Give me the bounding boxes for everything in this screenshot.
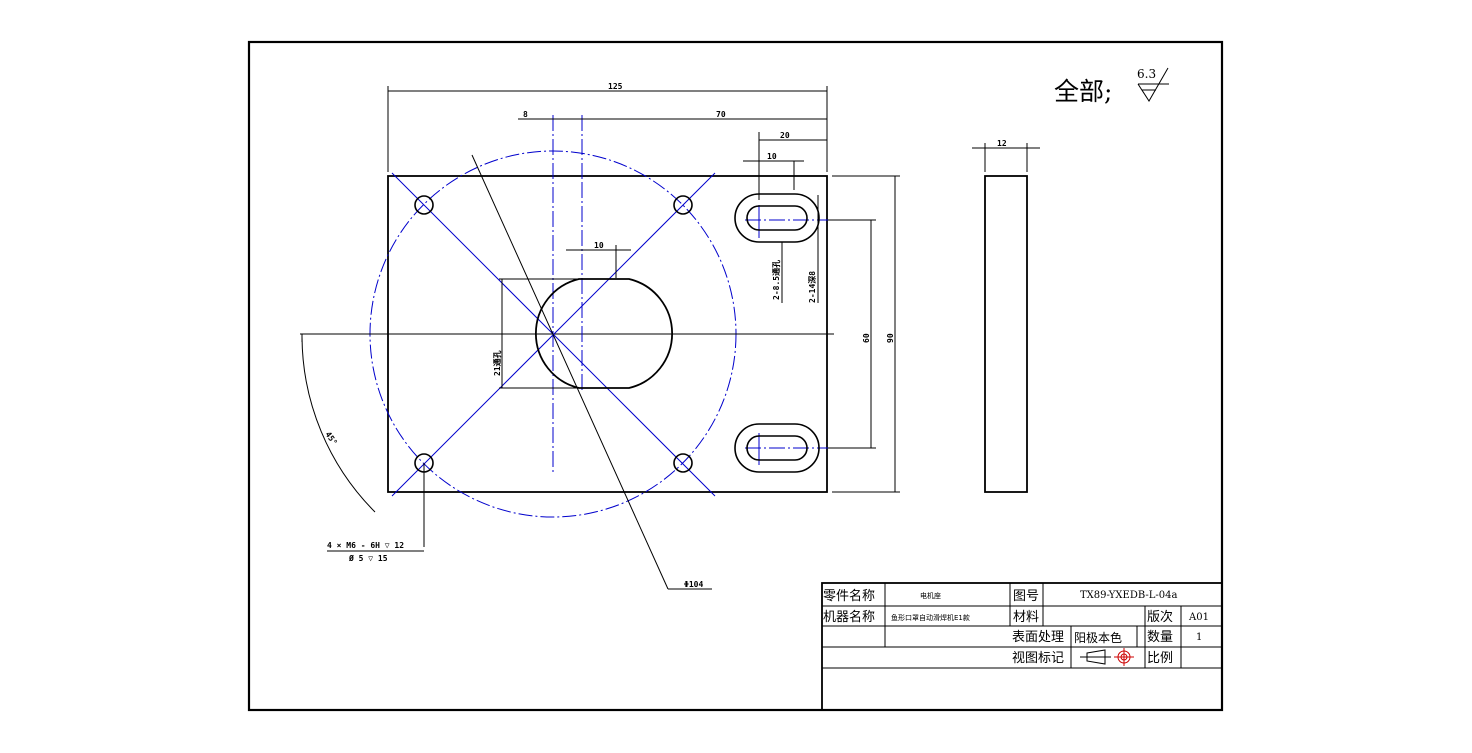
dim-angle-label: 45° xyxy=(323,430,339,447)
dim-pocket-21-label: 21通孔 xyxy=(492,350,502,376)
side-view: 12 xyxy=(972,139,1040,493)
roughness-prefix: 全部; xyxy=(1054,77,1112,106)
projection-symbol-icon xyxy=(1080,648,1134,666)
sheet-border xyxy=(247,40,1224,712)
dim-pocket-10-label: 10 xyxy=(594,241,604,250)
mounting-hole xyxy=(414,195,434,215)
dim-thickness-label: 12 xyxy=(997,139,1007,148)
part-name-value: 电机座 xyxy=(920,591,941,600)
roughness-value: 6.3 xyxy=(1137,67,1156,81)
slot-note-2-label: 2-14深8 xyxy=(807,271,817,303)
front-view: 125 8 70 20 10 10 21通孔 xyxy=(300,82,900,590)
quantity-value: 1 xyxy=(1196,632,1202,643)
thread-note-2: Ø 5 ▽ 15 xyxy=(348,553,388,563)
slot-top-inner xyxy=(746,205,808,231)
quantity-label: 数量 xyxy=(1147,630,1173,645)
dim-70-label: 70 xyxy=(716,110,726,119)
dim-125-label: 125 xyxy=(608,82,623,91)
material-label: 材料 xyxy=(1013,610,1039,625)
surface-roughness-note: 全部; 6.3 xyxy=(1054,67,1169,106)
side-view-outline xyxy=(984,175,1028,493)
dim-slot-notes xyxy=(781,195,819,303)
view-label: 视图标记 xyxy=(1012,651,1064,666)
title-block: 零件名称 电机座 图号 TX89-YXEDB-L-04a 机器名称 鱼形口罩自动… xyxy=(821,582,1223,711)
scale-label: 比例 xyxy=(1147,651,1173,666)
surface-value: 阳极本色 xyxy=(1074,631,1122,645)
slot-bottom-outer xyxy=(734,423,820,473)
dim-125 xyxy=(387,86,828,172)
slot-note-1-label: 2-8.5通孔 xyxy=(771,260,781,300)
slot-bottom-inner xyxy=(746,435,808,461)
slot-top-outer xyxy=(734,193,820,243)
revision-value: A01 xyxy=(1188,612,1209,623)
dim-60-90 xyxy=(828,175,900,493)
dim-90-label: 90 xyxy=(886,333,895,343)
machine-name-label: 机器名称 xyxy=(823,609,875,625)
dim-20-label: 20 xyxy=(780,131,790,140)
dim-20-10 xyxy=(743,132,827,200)
mounting-hole xyxy=(673,195,693,215)
dim-8-label: 8 xyxy=(523,110,528,119)
machine-name-value: 鱼形口罩自动滑焊机E1款 xyxy=(891,613,970,622)
mounting-hole xyxy=(673,453,693,473)
dim-pocket-10 xyxy=(566,245,631,278)
drawing-no-label: 图号 xyxy=(1013,589,1039,604)
dim-10-label: 10 xyxy=(767,152,777,161)
dim-60-label: 60 xyxy=(862,333,871,343)
part-name-label: 零件名称 xyxy=(823,588,875,604)
center-lines xyxy=(300,115,860,497)
roughness-symbol-icon xyxy=(1137,67,1169,102)
bolt-circle-label: Φ104 xyxy=(684,580,703,589)
slots xyxy=(734,193,820,473)
drawing-no-value: TX89-YXEDB-L-04a xyxy=(1080,590,1177,601)
surface-label: 表面处理 xyxy=(1012,630,1064,645)
thread-note-1: 4 × M6 - 6H ▽ 12 xyxy=(327,541,404,550)
dim-pocket-21 xyxy=(499,278,579,389)
revision-label: 版次 xyxy=(1147,609,1173,625)
leader-lines xyxy=(301,154,712,590)
